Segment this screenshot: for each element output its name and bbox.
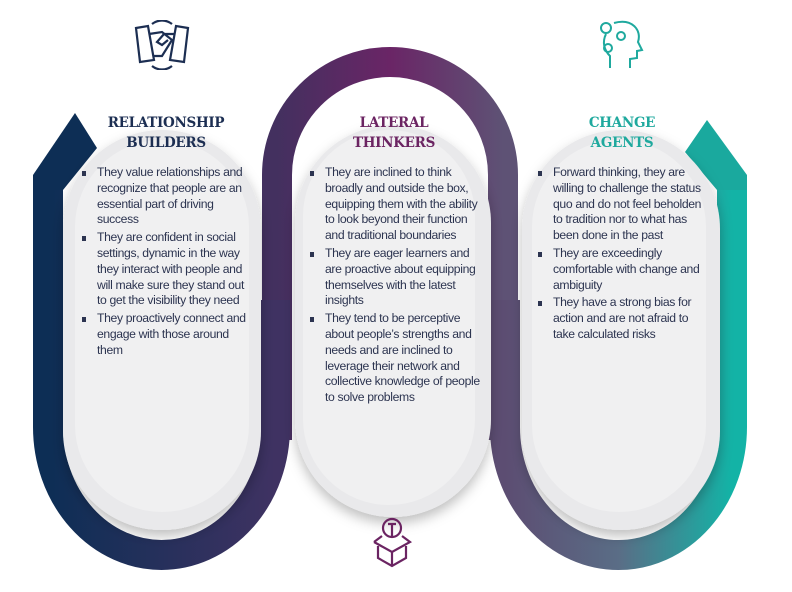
- list-item: They are inclined to think broadly and o…: [308, 165, 480, 244]
- list-item: They proactively connect and engage with…: [80, 311, 252, 358]
- list-item: They are confident in social settings, d…: [80, 230, 252, 309]
- list-item: They are exceedingly comfortable with ch…: [536, 246, 708, 293]
- bullet-list: They are inclined to think broadly and o…: [308, 165, 480, 406]
- handshake-icon: [134, 20, 190, 70]
- head-gears-icon: [600, 20, 644, 68]
- bullet-list: They value relationships and recognize t…: [80, 165, 252, 359]
- list-item: Forward thinking, they are willing to ch…: [536, 165, 708, 244]
- list-item: They tend to be perceptive about people’…: [308, 311, 480, 406]
- bullet-list: Forward thinking, they are willing to ch…: [536, 165, 708, 343]
- lightbulb-box-icon: [373, 517, 413, 568]
- left-u-band: [33, 113, 290, 570]
- list-item: They value relationships and recognize t…: [80, 165, 252, 228]
- right-u-band: [490, 120, 747, 570]
- list-item: They have a strong bias for action and a…: [536, 295, 708, 342]
- list-item: They are eager learners and are proactiv…: [308, 246, 480, 309]
- center-arch: [262, 47, 518, 440]
